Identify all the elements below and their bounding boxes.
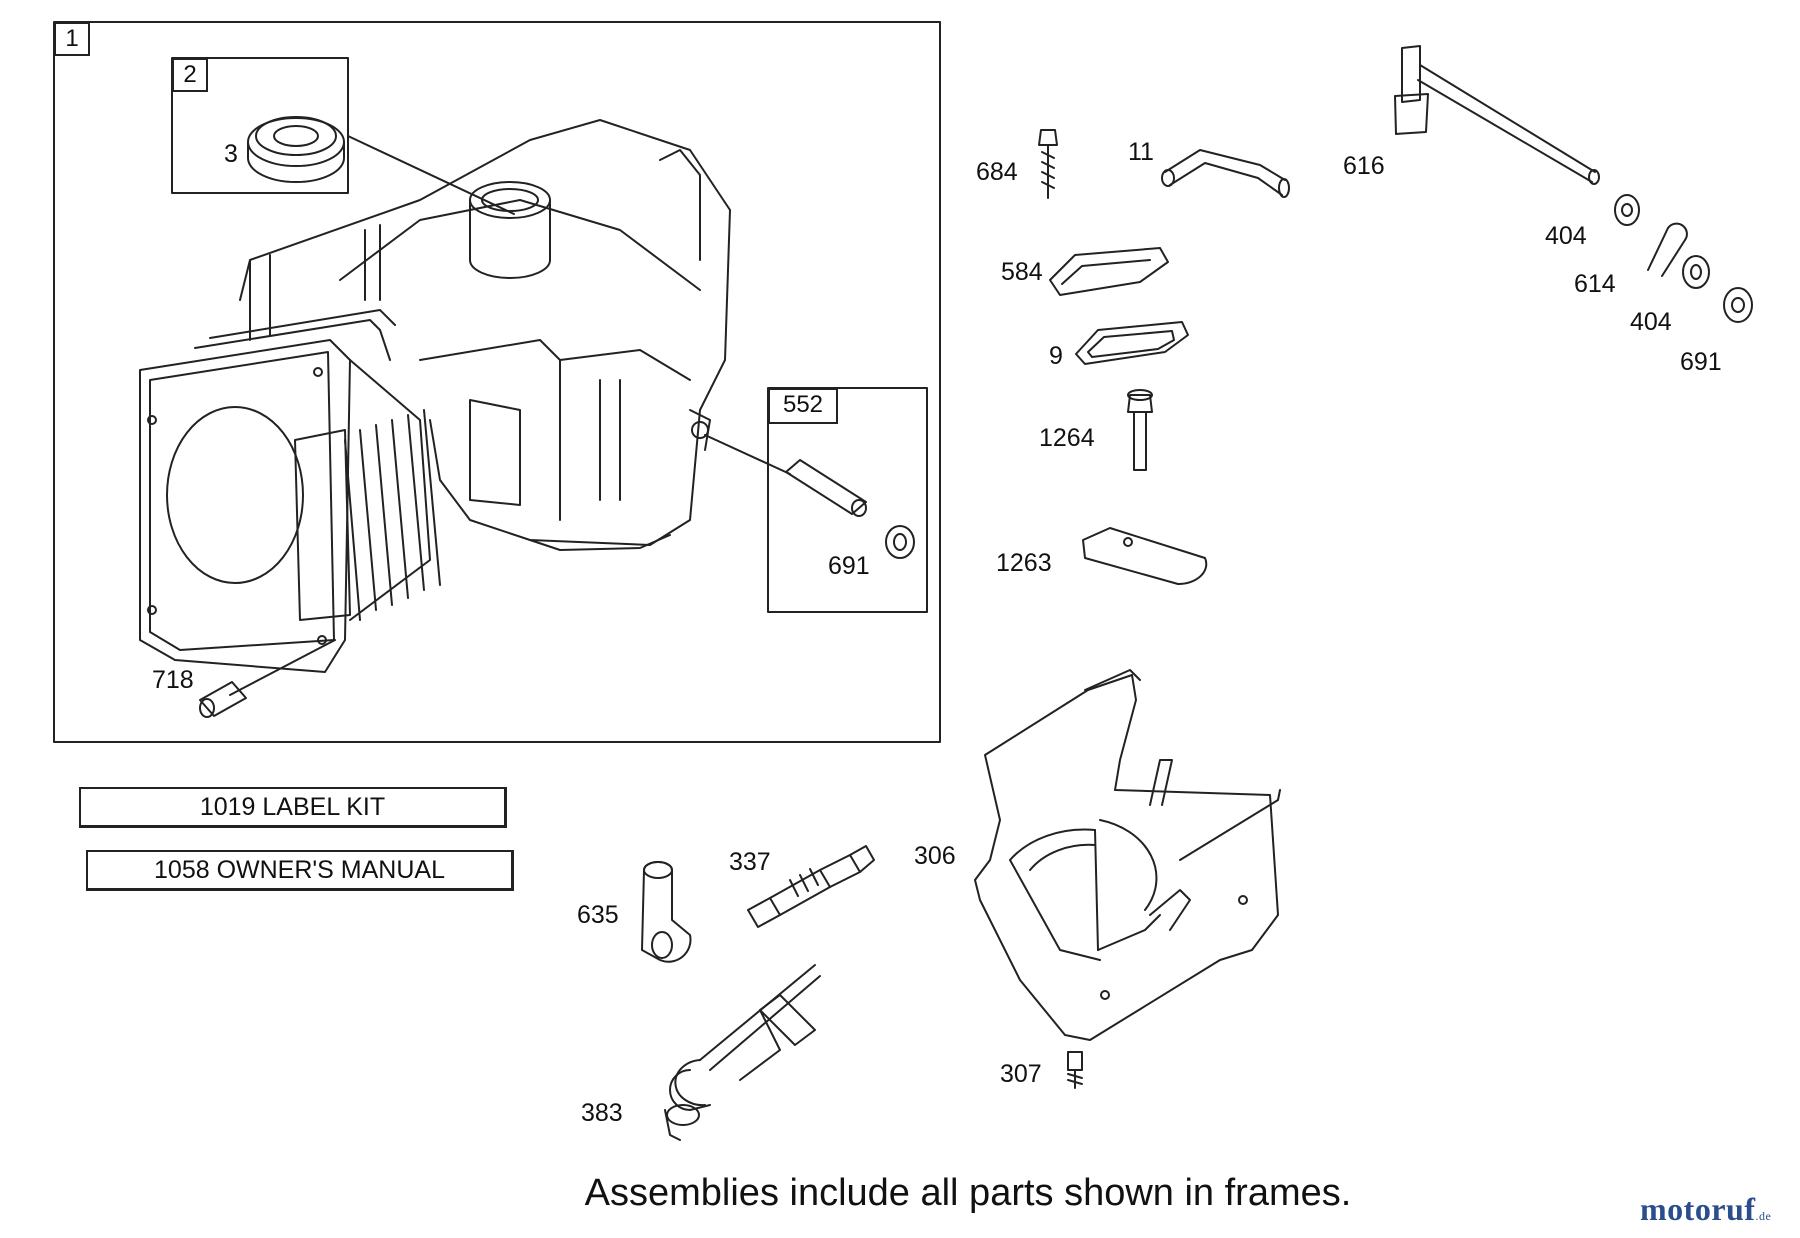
washer-404-upper xyxy=(1614,194,1640,226)
frame-number-2: 2 xyxy=(172,58,208,92)
spark-plug-boot-635 xyxy=(641,861,692,963)
pin-552-leader xyxy=(704,434,791,475)
watermark-suffix: .de xyxy=(1755,1209,1772,1223)
tool-383 xyxy=(664,964,821,1141)
seal-frame xyxy=(171,57,349,194)
callout-11: 11 xyxy=(1128,138,1154,166)
bolt-1264 xyxy=(1127,389,1153,471)
label-kit-box: 1019 LABEL KIT xyxy=(79,787,507,828)
callout-307: 307 xyxy=(1000,1060,1042,1088)
seal-leader xyxy=(347,135,515,215)
screw-684 xyxy=(1038,129,1058,199)
callout-584: 584 xyxy=(1001,258,1043,286)
callout-691-frame: 691 xyxy=(828,552,870,580)
callout-383: 383 xyxy=(581,1099,623,1127)
frame-number-552: 552 xyxy=(768,388,838,424)
pin-frame xyxy=(767,387,928,613)
callout-337: 337 xyxy=(729,848,771,876)
seal-part xyxy=(247,116,345,183)
callout-616: 616 xyxy=(1343,152,1385,180)
dowel-pin-552 xyxy=(785,459,867,517)
owners-manual-box: 1058 OWNER'S MANUAL xyxy=(86,850,514,891)
callout-306: 306 xyxy=(914,842,956,870)
callout-691-outer: 691 xyxy=(1680,348,1722,376)
callout-718: 718 xyxy=(152,666,194,694)
callout-9: 9 xyxy=(1049,342,1063,370)
breather-tube-11 xyxy=(1161,149,1290,198)
callout-404-lower: 404 xyxy=(1630,308,1672,336)
callout-1264: 1264 xyxy=(1039,424,1095,452)
hitch-pin-614 xyxy=(1647,222,1688,277)
nut-691-inframe xyxy=(885,525,915,559)
dowel-pin-718 xyxy=(199,681,247,718)
washer-404-lower xyxy=(1682,255,1710,289)
cover-584 xyxy=(1049,247,1169,296)
pin-718-leader xyxy=(229,639,336,696)
watermark-logo: motoruf.de xyxy=(1640,1191,1771,1228)
screw-307 xyxy=(1067,1051,1083,1089)
gasket-9 xyxy=(1075,321,1189,365)
washer-691-outer xyxy=(1723,287,1753,323)
frame-number-1: 1 xyxy=(54,22,90,56)
engine-block-drawing xyxy=(139,119,731,673)
callout-3: 3 xyxy=(224,140,238,168)
callout-614: 614 xyxy=(1574,270,1616,298)
plate-1263 xyxy=(1082,527,1208,586)
callout-1263: 1263 xyxy=(996,549,1052,577)
callout-635: 635 xyxy=(577,901,619,929)
shaft-616 xyxy=(1394,45,1600,185)
callout-404-upper: 404 xyxy=(1545,222,1587,250)
watermark-text: motoruf xyxy=(1640,1191,1756,1227)
callout-684: 684 xyxy=(976,158,1018,186)
assemblies-note: Assemblies include all parts shown in fr… xyxy=(584,1172,1352,1214)
engine-block-frame xyxy=(53,21,941,743)
shroud-306 xyxy=(974,669,1281,1041)
spark-plug-337 xyxy=(747,845,875,928)
